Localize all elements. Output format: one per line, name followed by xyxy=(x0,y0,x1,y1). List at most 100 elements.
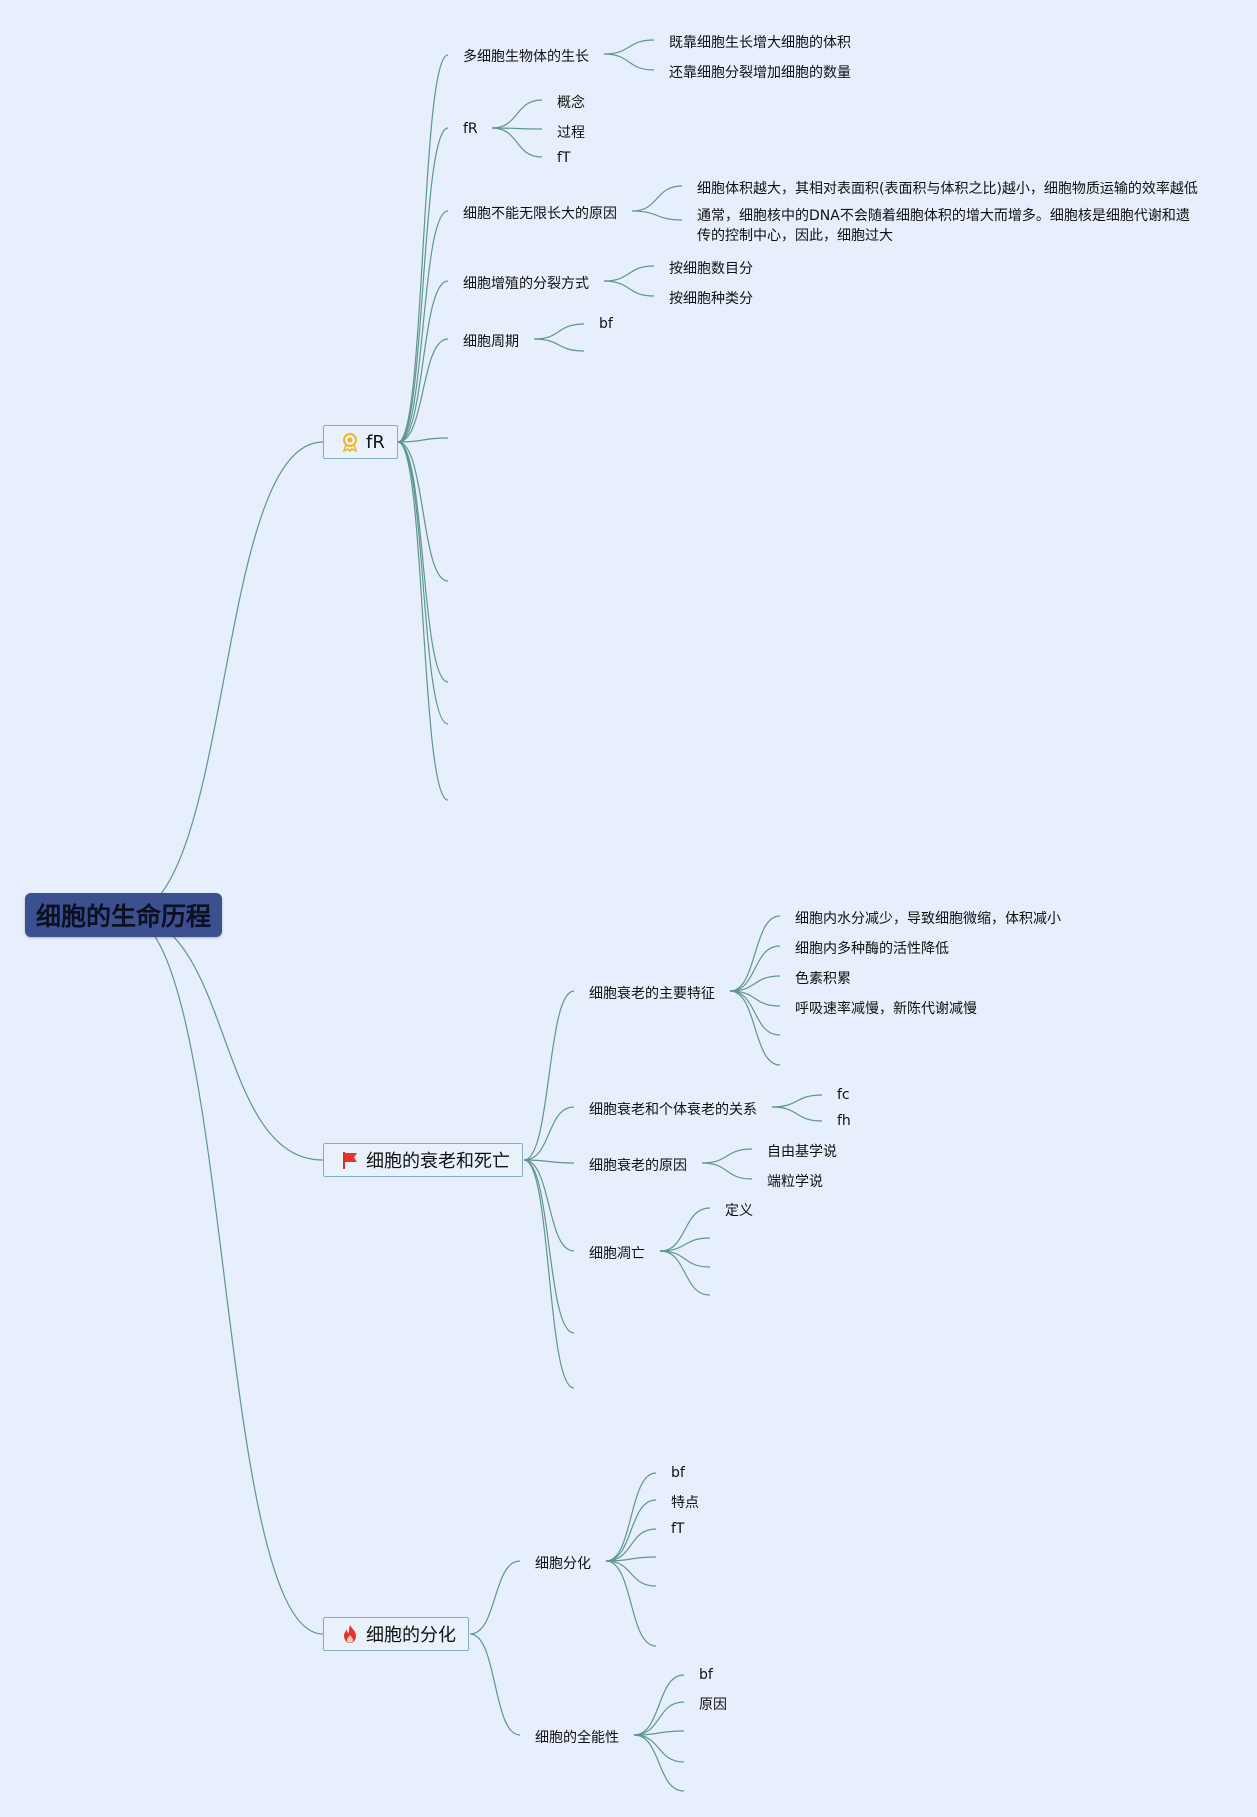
subtopic-respiration-slowdown[interactable]: 呼吸速率减慢，新陈代谢减慢 xyxy=(795,1001,977,1017)
topic-cell-cycle[interactable]: 细胞周期 xyxy=(463,334,519,350)
subtopic-telomere-theory[interactable]: 端粒学说 xyxy=(767,1174,823,1190)
topic-to-subtopic-connector xyxy=(533,323,585,340)
branch-to-topic-connector xyxy=(397,437,449,443)
branch-to-topic-connector xyxy=(523,1159,575,1389)
subtopic-characteristics[interactable]: 特点 xyxy=(671,1495,699,1511)
topic-to-subtopic-connector xyxy=(771,1094,823,1108)
topic-growth-limit-reasons[interactable]: 细胞不能无限长大的原因 xyxy=(463,206,617,222)
topic-to-subtopic-connector xyxy=(633,1674,685,1736)
topic-to-subtopic-connector xyxy=(729,990,781,1036)
subtopic-ft[interactable]: fT xyxy=(557,150,571,166)
subtopic-surface-volume-ratio[interactable]: 细胞体积越大，其相对表面积(表面积与体积之比)越小，细胞物质运输的效率越低 xyxy=(697,181,1198,197)
topic-to-subtopic-connector xyxy=(729,975,781,992)
topic-to-subtopic-connector xyxy=(729,945,781,992)
topic-to-subtopic-connector xyxy=(605,1528,657,1562)
branch-to-topic-connector xyxy=(397,127,449,443)
branch-to-topic-connector xyxy=(397,441,449,725)
topic-division-modes[interactable]: 细胞增殖的分裂方式 xyxy=(463,276,589,292)
topic-to-subtopic-connector xyxy=(533,338,585,352)
topic-cell-individual-aging[interactable]: 细胞衰老和个体衰老的关系 xyxy=(589,1102,757,1118)
topic-to-subtopic-connector xyxy=(701,1162,753,1180)
topic-to-subtopic-connector xyxy=(603,280,655,297)
branch-to-topic-connector xyxy=(397,210,449,443)
topic-to-subtopic-connector xyxy=(633,1734,685,1763)
topic-to-subtopic-connector xyxy=(659,1207,711,1252)
topic-to-subtopic-connector xyxy=(631,185,683,212)
branch-label: 细胞的衰老和死亡 xyxy=(366,1151,510,1172)
subtopic-bf[interactable]: bf xyxy=(671,1465,685,1481)
topic-senescence-features[interactable]: 细胞衰老的主要特征 xyxy=(589,986,715,1002)
branch-to-topic-connector xyxy=(469,1633,521,1736)
root-to-branch-connector xyxy=(124,914,324,1635)
branch-to-topic-connector xyxy=(397,280,449,443)
branch-to-topic-connector xyxy=(397,338,449,443)
topic-to-subtopic-connector xyxy=(633,1734,685,1792)
topic-to-subtopic-connector xyxy=(603,53,655,71)
topic-to-subtopic-connector xyxy=(605,1472,657,1562)
topic-to-subtopic-connector xyxy=(729,990,781,1066)
subtopic-fc[interactable]: fc xyxy=(837,1087,850,1103)
red-flag-icon xyxy=(340,1150,360,1170)
topic-to-subtopic-connector xyxy=(659,1237,711,1252)
topic-to-subtopic-connector xyxy=(659,1250,711,1268)
topic-to-subtopic-connector xyxy=(605,1499,657,1562)
topic-to-subtopic-connector xyxy=(633,1701,685,1736)
subtopic-definition[interactable]: 定义 xyxy=(725,1203,753,1219)
subtopic-cell-division-number[interactable]: 还靠细胞分裂增加细胞的数量 xyxy=(669,65,851,81)
branch-to-topic-connector xyxy=(523,1159,575,1334)
branch-topic-differentiation[interactable]: 细胞的分化 xyxy=(323,1617,469,1651)
branch-topic-senescence-death[interactable]: 细胞的衰老和死亡 xyxy=(323,1143,523,1177)
subtopic-free-radical-theory[interactable]: 自由基学说 xyxy=(767,1144,837,1160)
subtopic-process[interactable]: 过程 xyxy=(557,125,585,141)
topic-cell-differentiation[interactable]: 细胞分化 xyxy=(535,1556,591,1572)
topic-to-subtopic-connector xyxy=(659,1250,711,1296)
award-ribbon-icon xyxy=(340,432,360,453)
subtopic-bf[interactable]: bf xyxy=(599,316,613,332)
topic-to-subtopic-connector xyxy=(603,39,655,55)
branch-to-topic-connector xyxy=(397,441,449,582)
subtopic-pigment-accumulation[interactable]: 色素积累 xyxy=(795,971,851,987)
branch-to-topic-connector xyxy=(523,990,575,1161)
subtopic-nucleus-control[interactable]: 通常，细胞核中的DNA不会随着细胞体积的增大而增多。细胞核是细胞代谢和遗传的控制… xyxy=(697,208,1190,244)
branch-to-topic-connector xyxy=(397,441,449,801)
topic-fr[interactable]: fR xyxy=(463,121,478,137)
subtopic-by-cell-number[interactable]: 按细胞数目分 xyxy=(669,261,753,277)
root-topic[interactable]: 细胞的生命历程 xyxy=(25,893,222,937)
topic-aging-causes[interactable]: 细胞衰老的原因 xyxy=(589,1158,687,1174)
subtopic-cell-growth-volume[interactable]: 既靠细胞生长增大细胞的体积 xyxy=(669,35,851,51)
branch-to-topic-connector xyxy=(397,54,449,443)
topic-to-subtopic-connector xyxy=(491,127,543,158)
subtopic-ft[interactable]: fT xyxy=(671,1521,685,1537)
topic-to-subtopic-connector xyxy=(633,1730,685,1736)
topic-to-subtopic-connector xyxy=(605,1560,657,1647)
subtopic-bf[interactable]: bf xyxy=(699,1667,713,1683)
subtopic-reason[interactable]: 原因 xyxy=(699,1697,727,1713)
root-to-branch-connector xyxy=(124,914,324,1161)
topic-to-subtopic-connector xyxy=(491,99,543,129)
subtopic-fh[interactable]: fh xyxy=(837,1113,851,1129)
branch-to-topic-connector xyxy=(469,1560,521,1635)
root-to-branch-connector xyxy=(124,441,324,916)
subtopic-concept[interactable]: 概念 xyxy=(557,95,585,111)
topic-totipotency[interactable]: 细胞的全能性 xyxy=(535,1730,619,1746)
topic-to-subtopic-connector xyxy=(605,1560,657,1587)
subtopic-water-decrease[interactable]: 细胞内水分减少，导致细胞微缩，体积减小 xyxy=(795,911,1061,927)
topic-to-subtopic-connector xyxy=(771,1106,823,1122)
branch-topic-fr[interactable]: fR xyxy=(323,425,398,459)
branch-label: fR xyxy=(366,431,385,453)
branch-to-topic-connector xyxy=(523,1159,575,1252)
topic-multicellular-growth[interactable]: 多细胞生物体的生长 xyxy=(463,49,589,65)
topic-to-subtopic-connector xyxy=(701,1148,753,1164)
fire-icon xyxy=(340,1624,360,1644)
branch-to-topic-connector xyxy=(397,441,449,683)
topic-to-subtopic-connector xyxy=(631,210,683,221)
topic-apoptosis[interactable]: 细胞凋亡 xyxy=(589,1246,645,1262)
branch-to-topic-connector xyxy=(523,1106,575,1161)
topic-to-subtopic-connector xyxy=(729,915,781,992)
topic-to-subtopic-connector xyxy=(603,265,655,282)
branch-label: 细胞的分化 xyxy=(366,1625,456,1646)
subtopic-by-cell-type[interactable]: 按细胞种类分 xyxy=(669,291,753,307)
subtopic-enzyme-activity[interactable]: 细胞内多种酶的活性降低 xyxy=(795,941,949,957)
